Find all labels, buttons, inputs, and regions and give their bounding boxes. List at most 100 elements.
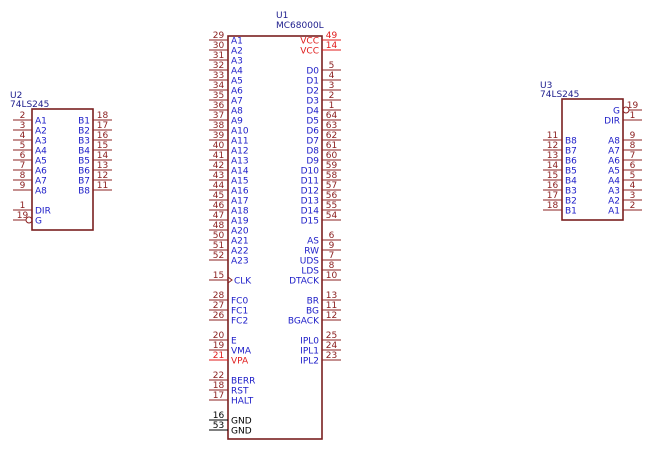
pin-u2-a5-6[interactable]: 6A5 bbox=[13, 151, 47, 167]
pin-u2-g-19[interactable]: 19G bbox=[13, 211, 42, 227]
pin-u2-a8-9[interactable]: 9A8 bbox=[13, 181, 47, 197]
pin-u1-e-20[interactable]: 20E bbox=[209, 331, 237, 347]
pin-u3-a6-7[interactable]: 7A6 bbox=[608, 151, 642, 167]
pin-u3-a5-6[interactable]: 6A5 bbox=[608, 161, 642, 177]
pin-u3-g-19[interactable]: 19G bbox=[613, 101, 642, 117]
pin-u3-a1-2[interactable]: 2A1 bbox=[608, 201, 642, 217]
pin-u3-a2-3[interactable]: 3A2 bbox=[608, 191, 642, 207]
pin-u3-a8-9[interactable]: 9A8 bbox=[608, 131, 642, 147]
pin-u1-as-6[interactable]: 6AS bbox=[307, 231, 341, 247]
pin-u2-a7-8[interactable]: 8A7 bbox=[13, 171, 47, 187]
pin-u1-d3-2[interactable]: 2D3 bbox=[306, 91, 341, 107]
pin-u3-a7-8[interactable]: 8A7 bbox=[608, 141, 642, 157]
pin-u1-rw-9[interactable]: 9RW bbox=[304, 241, 341, 257]
pin-u2-a2-3[interactable]: 3A2 bbox=[13, 121, 47, 137]
pin-u2-a4-5[interactable]: 5A4 bbox=[13, 141, 47, 157]
component-u3[interactable]: U374LS24511B812B713B614B515B416B317B218B… bbox=[540, 81, 642, 221]
pin-u2-a6-7[interactable]: 7A6 bbox=[13, 161, 47, 177]
pin-u1-d4-1[interactable]: 1D4 bbox=[306, 101, 341, 117]
pin-u1-d2-3[interactable]: 3D2 bbox=[306, 81, 341, 97]
pin-u1-d0-5[interactable]: 5D0 bbox=[306, 61, 341, 77]
pin-u2-a3-4[interactable]: 4A3 bbox=[13, 131, 47, 147]
pin-u2-a1-2[interactable]: 2A1 bbox=[13, 111, 47, 127]
pin-u3-a4-5[interactable]: 5A4 bbox=[608, 171, 642, 187]
component-u1[interactable]: U1MC68000L29A130A231A332A433A534A635A736… bbox=[209, 11, 341, 440]
pin-u1-d1-4[interactable]: 4D1 bbox=[306, 71, 341, 87]
pin-u3-a3-4[interactable]: 4A3 bbox=[608, 181, 642, 197]
